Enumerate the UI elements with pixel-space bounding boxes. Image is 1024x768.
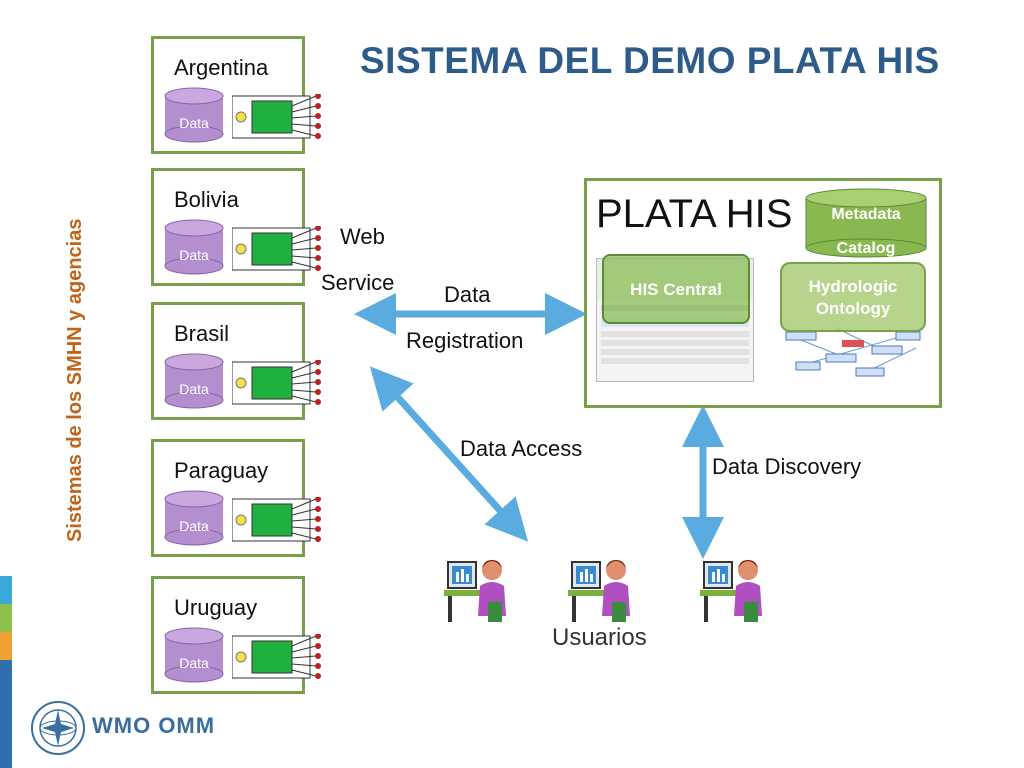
country-box-brasil: Brasil Data [151, 302, 321, 420]
ontology-line2: Ontology [815, 299, 891, 318]
country-box-paraguay: Paraguay Data [151, 439, 321, 557]
ontology-graph [785, 327, 921, 377]
side-color-strip [0, 576, 12, 768]
metadata-catalog-label: Metadata Catalog [804, 198, 928, 266]
page-title: SISTEMA DEL DEMO PLATA HIS [360, 40, 940, 81]
metadata-catalog-cylinder [805, 188, 927, 258]
user-computer-icon [444, 560, 506, 622]
hydrologic-ontology-panel [780, 262, 926, 332]
metadata-line2: Catalog [836, 240, 896, 257]
database-label: Data [179, 518, 209, 534]
country-name: Bolivia [174, 187, 239, 212]
ontology-line1: Hydrologic [808, 277, 898, 296]
country-name: Brasil [174, 321, 230, 346]
hydrologic-ontology-label: Hydrologic Ontology [780, 276, 926, 320]
database-label: Data [179, 381, 209, 397]
country-box-argentina: Argentina Data [151, 36, 321, 154]
his-central-label: HIS Central [630, 280, 722, 299]
plata-his-title: PLATA HIS [596, 192, 793, 236]
country-name: Argentina [174, 55, 269, 80]
data-access-arrow [369, 366, 529, 542]
user-computer-icon [700, 560, 762, 622]
database-label: Data [179, 115, 209, 131]
wmo-emblem-icon [31, 701, 85, 755]
web-service-icon [232, 634, 321, 679]
wmo-logo-text: WMO OMM [92, 713, 216, 738]
country-box-uruguay: Uruguay Data [151, 576, 321, 694]
country-name: Paraguay [174, 458, 269, 483]
his-central-panel [602, 254, 750, 324]
data-discovery-label: Data Discovery [712, 454, 862, 479]
database-icon [164, 353, 224, 409]
web-service-label-line2: Service [321, 270, 395, 295]
database-label: Data [179, 247, 209, 263]
web-service-label-line1: Web [340, 224, 385, 249]
database-icon [164, 490, 224, 546]
web-service-icon [232, 226, 321, 271]
usuarios-label: Usuarios [552, 624, 647, 651]
database-icon [164, 87, 224, 143]
metadata-line1: Metadata [831, 206, 901, 223]
web-service-icon [232, 497, 321, 542]
database-label: Data [179, 655, 209, 671]
web-service-icon [232, 360, 321, 405]
web-service-icon [232, 94, 321, 139]
database-icon [164, 627, 224, 683]
user-computer-icon [568, 560, 630, 622]
country-name: Uruguay [174, 595, 258, 620]
database-icon [164, 219, 224, 275]
country-box-bolivia: Bolivia Data [151, 168, 321, 286]
